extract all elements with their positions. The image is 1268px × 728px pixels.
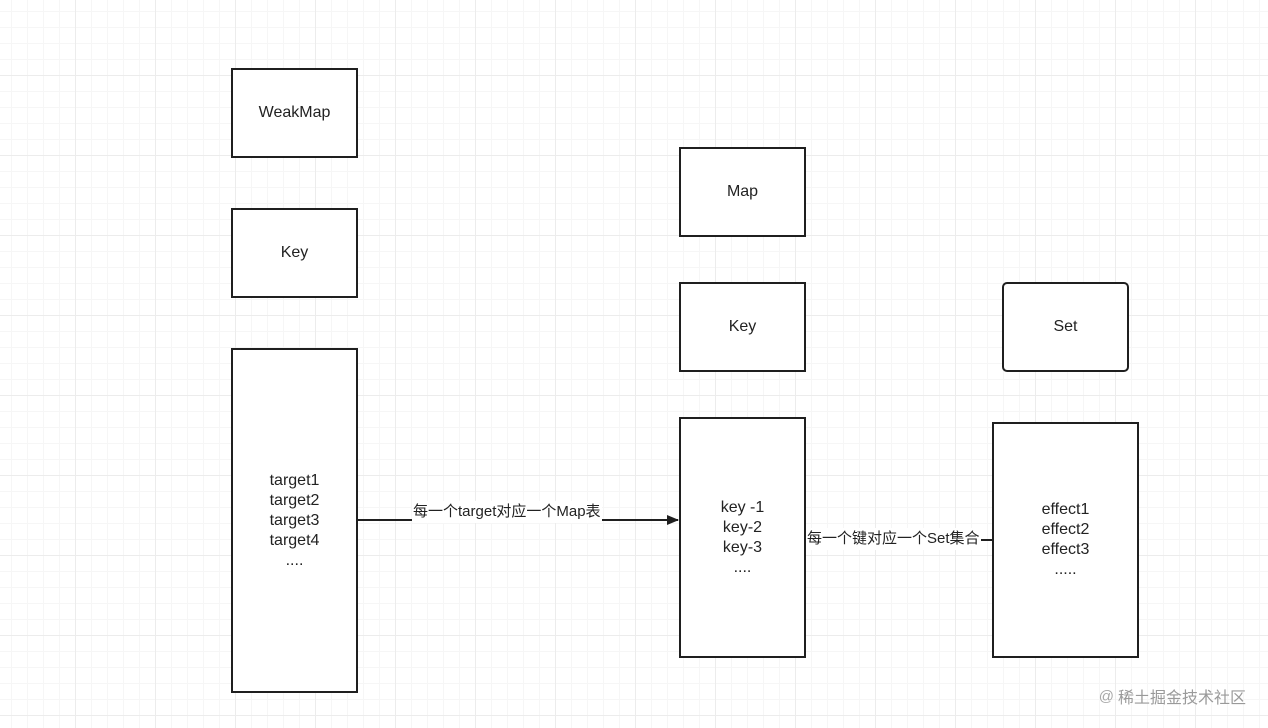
watermark: @ 稀土掘金技术社区 — [1099, 684, 1246, 708]
edge-label-key-to-set: 每一个键对应一个Set集合 — [806, 528, 981, 550]
target-list: target1 target2 target3 target4 .... — [270, 471, 320, 571]
key-list: key -1 key-2 key-3 .... — [721, 498, 765, 578]
map-key-label: Key — [728, 318, 757, 335]
weakmap-key-label: Key — [280, 244, 309, 261]
weakmap-key-box[interactable]: Key — [231, 208, 358, 298]
edge-label-target-to-map: 每一个target对应一个Map表 — [412, 501, 602, 523]
list-item: target4 — [269, 531, 320, 549]
list-item: effect2 — [1041, 521, 1090, 538]
watermark-text: 稀土掘金技术社区 — [1117, 690, 1246, 707]
at-icon: @ — [1098, 687, 1114, 705]
list-item: .... — [285, 551, 304, 569]
map-key-box[interactable]: Key — [679, 282, 806, 372]
list-item: ..... — [1054, 561, 1077, 578]
target-list-box[interactable]: target1 target2 target3 target4 .... — [231, 348, 358, 693]
list-item: target1 — [269, 471, 320, 489]
weakmap-box[interactable]: WeakMap — [231, 68, 358, 158]
list-item: .... — [733, 558, 752, 576]
effect-list: effect1 effect2 effect3 ..... — [1042, 500, 1090, 580]
list-item: key-3 — [722, 538, 763, 556]
list-item: effect3 — [1041, 541, 1090, 558]
set-title: Set — [1053, 318, 1078, 335]
effect-list-box[interactable]: effect1 effect2 effect3 ..... — [992, 422, 1139, 658]
set-box[interactable]: Set — [1002, 282, 1129, 372]
list-item: effect1 — [1041, 501, 1090, 518]
map-box[interactable]: Map — [679, 147, 806, 237]
list-item: key-2 — [722, 518, 763, 536]
weakmap-title: WeakMap — [258, 104, 331, 121]
list-item: target2 — [269, 491, 320, 509]
key-list-box[interactable]: key -1 key-2 key-3 .... — [679, 417, 806, 658]
list-item: key -1 — [720, 498, 765, 516]
map-title: Map — [726, 183, 759, 200]
list-item: target3 — [269, 511, 320, 529]
